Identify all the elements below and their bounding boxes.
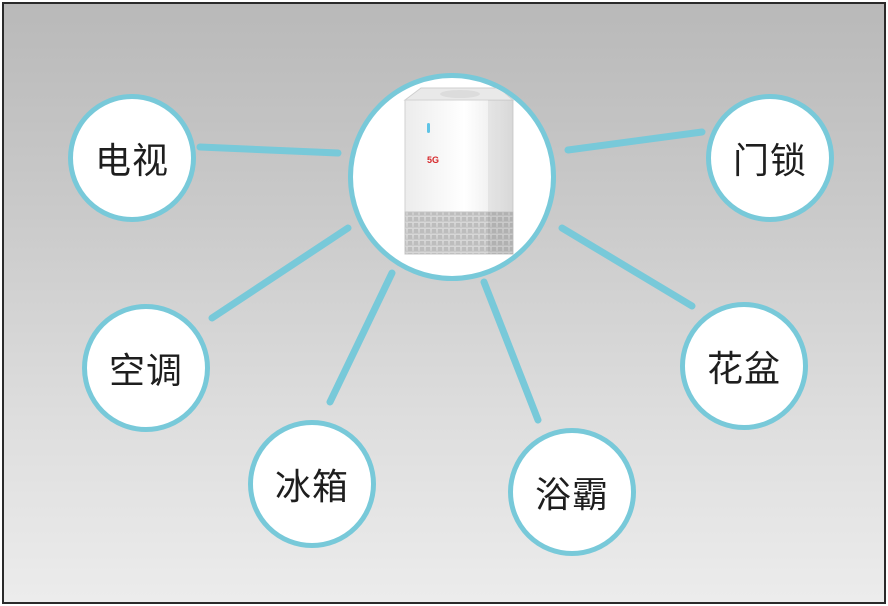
device-brand-label: 5G [427, 155, 439, 165]
hub-device-node: 5G [348, 73, 556, 281]
node-label-flowerpot: 花盆 [706, 349, 781, 390]
node-label-ac: 空调 [108, 351, 183, 392]
node-door-lock: 门锁 [706, 94, 834, 222]
connector-tv [196, 143, 342, 157]
node-label-fridge: 冰箱 [274, 467, 349, 508]
node-label-tv: 电视 [94, 141, 169, 182]
node-flowerpot: 花盆 [680, 302, 808, 430]
cpe-router-icon: 5G [403, 87, 515, 255]
node-tv: 电视 [68, 94, 196, 222]
node-bath-heater: 浴霸 [508, 428, 636, 556]
node-fridge: 冰箱 [248, 420, 376, 548]
connector-ac [208, 224, 352, 322]
connector-bath-heater [480, 278, 542, 424]
connector-fridge [326, 269, 396, 406]
connector-flowerpot [558, 224, 696, 310]
node-label-bath-heater: 浴霸 [534, 475, 609, 516]
connector-door-lock [564, 128, 706, 154]
node-label-door-lock: 门锁 [732, 141, 807, 182]
node-ac: 空调 [82, 304, 210, 432]
